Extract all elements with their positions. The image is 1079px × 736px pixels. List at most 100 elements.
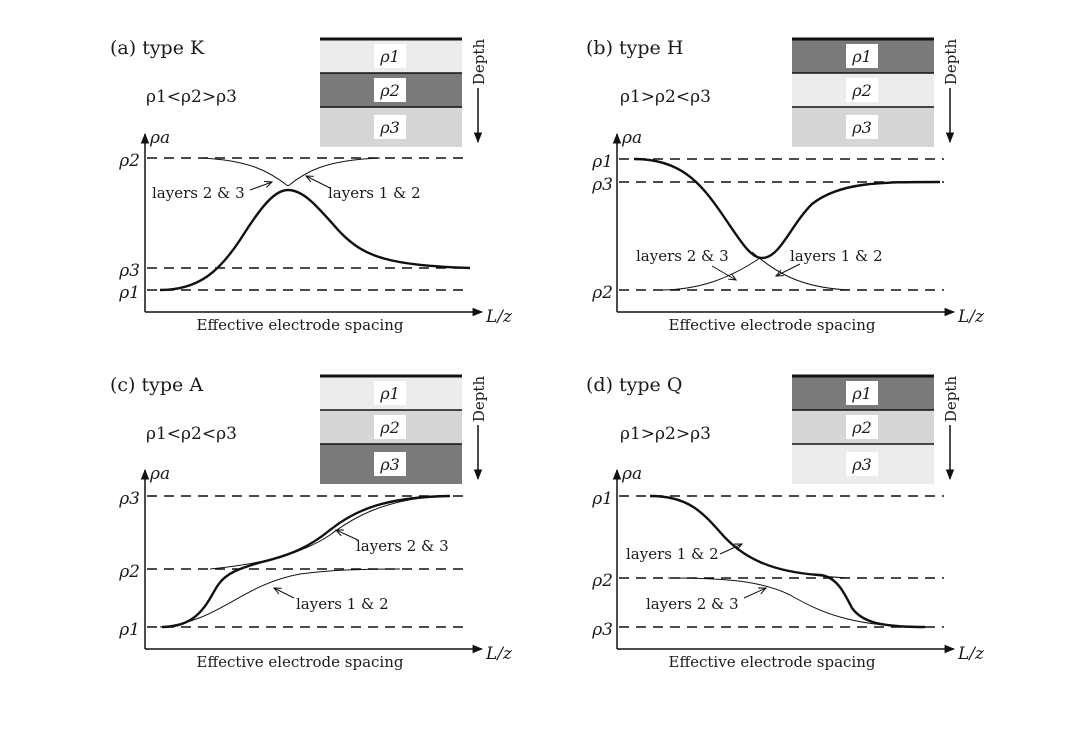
y-axis-label: ρa [149, 464, 170, 484]
annotation-label: layers 2 & 3 [356, 537, 449, 555]
x-axis-caption: Effective electrode spacing [197, 653, 404, 671]
x-axis-label: L/z [957, 307, 985, 327]
panel-type-q: (d) type Q ρ1>ρ2>ρ3 ρ1 ρ2 ρ3 Depth ρa L/… [586, 374, 985, 671]
depth-indicator: Depth [470, 376, 488, 481]
level-label: ρ3 [591, 175, 613, 195]
level-label: ρ1 [591, 489, 613, 509]
layer-1-symbol: ρ1 [851, 47, 872, 66]
panel-type-h: (b) type H ρ1>ρ2<ρ3 ρ1 ρ2 ρ3 Depth ρa L/… [586, 37, 985, 334]
layer-3-symbol: ρ3 [851, 118, 872, 137]
annotation-arrow-icon [743, 588, 766, 599]
panel-title: (b) type H [586, 37, 683, 59]
plot-axes: ρa L/z Effective electrode spacing [612, 128, 985, 334]
apparent-resistivity-curve [161, 494, 451, 629]
annotations: layers 1 & 2 layers 2 & 3 [626, 544, 766, 613]
level-label: ρ2 [591, 571, 613, 591]
annotation-label: layers 1 & 2 [790, 247, 883, 265]
curves [159, 157, 471, 292]
curves [649, 494, 926, 629]
depth-indicator: Depth [942, 39, 960, 144]
annotation-label: layers 1 & 2 [328, 184, 421, 202]
curves [633, 157, 941, 291]
panel-title: (d) type Q [586, 374, 682, 396]
panel-type-a: (c) type A ρ1<ρ2<ρ3 ρ1 ρ2 ρ3 Depth ρa L/… [110, 374, 513, 671]
y-axis-label: ρa [621, 128, 642, 148]
layer-2-symbol: ρ2 [379, 81, 400, 100]
depth-label: Depth [470, 376, 488, 423]
level-label: ρ3 [118, 261, 140, 281]
two-layer-curve-1-2 [651, 495, 851, 579]
plot-axes: ρa L/z Effective electrode spacing [612, 464, 985, 671]
layer-3-symbol: ρ3 [379, 455, 400, 474]
curves [159, 494, 451, 629]
apparent-resistivity-curve [633, 157, 941, 260]
annotation-arrow-icon [336, 530, 359, 541]
annotation-arrow-icon [711, 265, 736, 280]
resistivity-condition: ρ1<ρ2<ρ3 [146, 424, 237, 444]
x-axis-caption: Effective electrode spacing [197, 316, 404, 334]
level-label: ρ1 [118, 283, 140, 303]
annotations: layers 2 & 3 layers 1 & 2 [274, 530, 449, 613]
x-axis-caption: Effective electrode spacing [669, 653, 876, 671]
depth-indicator: Depth [942, 376, 960, 481]
layer-2-symbol: ρ2 [851, 81, 872, 100]
apparent-resistivity-curve [159, 188, 471, 292]
annotation-label: layers 2 & 3 [646, 595, 739, 613]
x-axis-label: L/z [485, 644, 513, 664]
two-layer-curve-1-2 [287, 157, 381, 187]
level-label: ρ2 [118, 151, 140, 171]
annotation-arrow-icon [719, 544, 742, 555]
y-axis-label: ρa [621, 464, 642, 484]
depth-label: Depth [942, 39, 960, 86]
x-axis-caption: Effective electrode spacing [669, 316, 876, 334]
depth-label: Depth [470, 39, 488, 86]
two-layer-curve-2-3 [659, 257, 761, 291]
two-layer-curve-2-3 [199, 157, 289, 187]
resistivity-condition: ρ1>ρ2>ρ3 [620, 424, 711, 444]
panel-type-k: (a) type K ρ1<ρ2>ρ3 ρ1 ρ2 ρ3 Depth ρa L/… [110, 37, 513, 334]
level-lines: ρ3 ρ2 ρ1 [118, 489, 470, 640]
annotations: layers 2 & 3 layers 1 & 2 [636, 247, 883, 280]
two-layer-curve-2-3 [667, 577, 921, 628]
layer-3-symbol: ρ3 [851, 455, 872, 474]
layer-1-symbol: ρ1 [379, 384, 400, 403]
level-label: ρ2 [591, 283, 613, 303]
annotations: layers 2 & 3 layers 1 & 2 [152, 176, 421, 202]
layer-stack: ρ1 ρ2 ρ3 [320, 374, 462, 484]
annotation-label: layers 2 & 3 [152, 184, 245, 202]
level-label: ρ1 [118, 620, 140, 640]
y-axis-label: ρa [149, 128, 170, 148]
x-axis-label: L/z [957, 644, 985, 664]
annotation-arrow-icon [306, 176, 331, 189]
layer-stack: ρ1 ρ2 ρ3 [792, 374, 934, 484]
two-layer-curve-2-3 [209, 495, 441, 570]
resistivity-condition: ρ1<ρ2>ρ3 [146, 87, 237, 107]
depth-indicator: Depth [470, 39, 488, 144]
annotation-label: layers 1 & 2 [626, 545, 719, 563]
plot-axes: ρa L/z Effective electrode spacing [140, 464, 513, 671]
layer-2-symbol: ρ2 [379, 418, 400, 437]
annotation-arrow-icon [776, 263, 801, 276]
layer-1-symbol: ρ1 [379, 47, 400, 66]
panel-title: (c) type A [110, 374, 203, 396]
layer-2-symbol: ρ2 [851, 418, 872, 437]
annotation-label: layers 1 & 2 [296, 595, 389, 613]
layer-stack: ρ1 ρ2 ρ3 [320, 37, 462, 147]
layer-stack: ρ1 ρ2 ρ3 [792, 37, 934, 147]
layer-3-symbol: ρ3 [379, 118, 400, 137]
annotation-arrow-icon [274, 588, 295, 599]
apparent-resistivity-curve [649, 494, 926, 629]
annotation-label: layers 2 & 3 [636, 247, 729, 265]
level-label: ρ2 [118, 562, 140, 582]
resistivity-condition: ρ1>ρ2<ρ3 [620, 87, 711, 107]
level-lines: ρ1 ρ3 ρ2 [591, 152, 944, 303]
level-lines: ρ2 ρ3 ρ1 [118, 151, 470, 303]
x-axis-label: L/z [485, 307, 513, 327]
layer-1-symbol: ρ1 [851, 384, 872, 403]
level-label: ρ3 [591, 620, 613, 640]
level-label: ρ3 [118, 489, 140, 509]
level-label: ρ1 [591, 152, 613, 172]
depth-label: Depth [942, 376, 960, 423]
panel-title: (a) type K [110, 37, 205, 59]
